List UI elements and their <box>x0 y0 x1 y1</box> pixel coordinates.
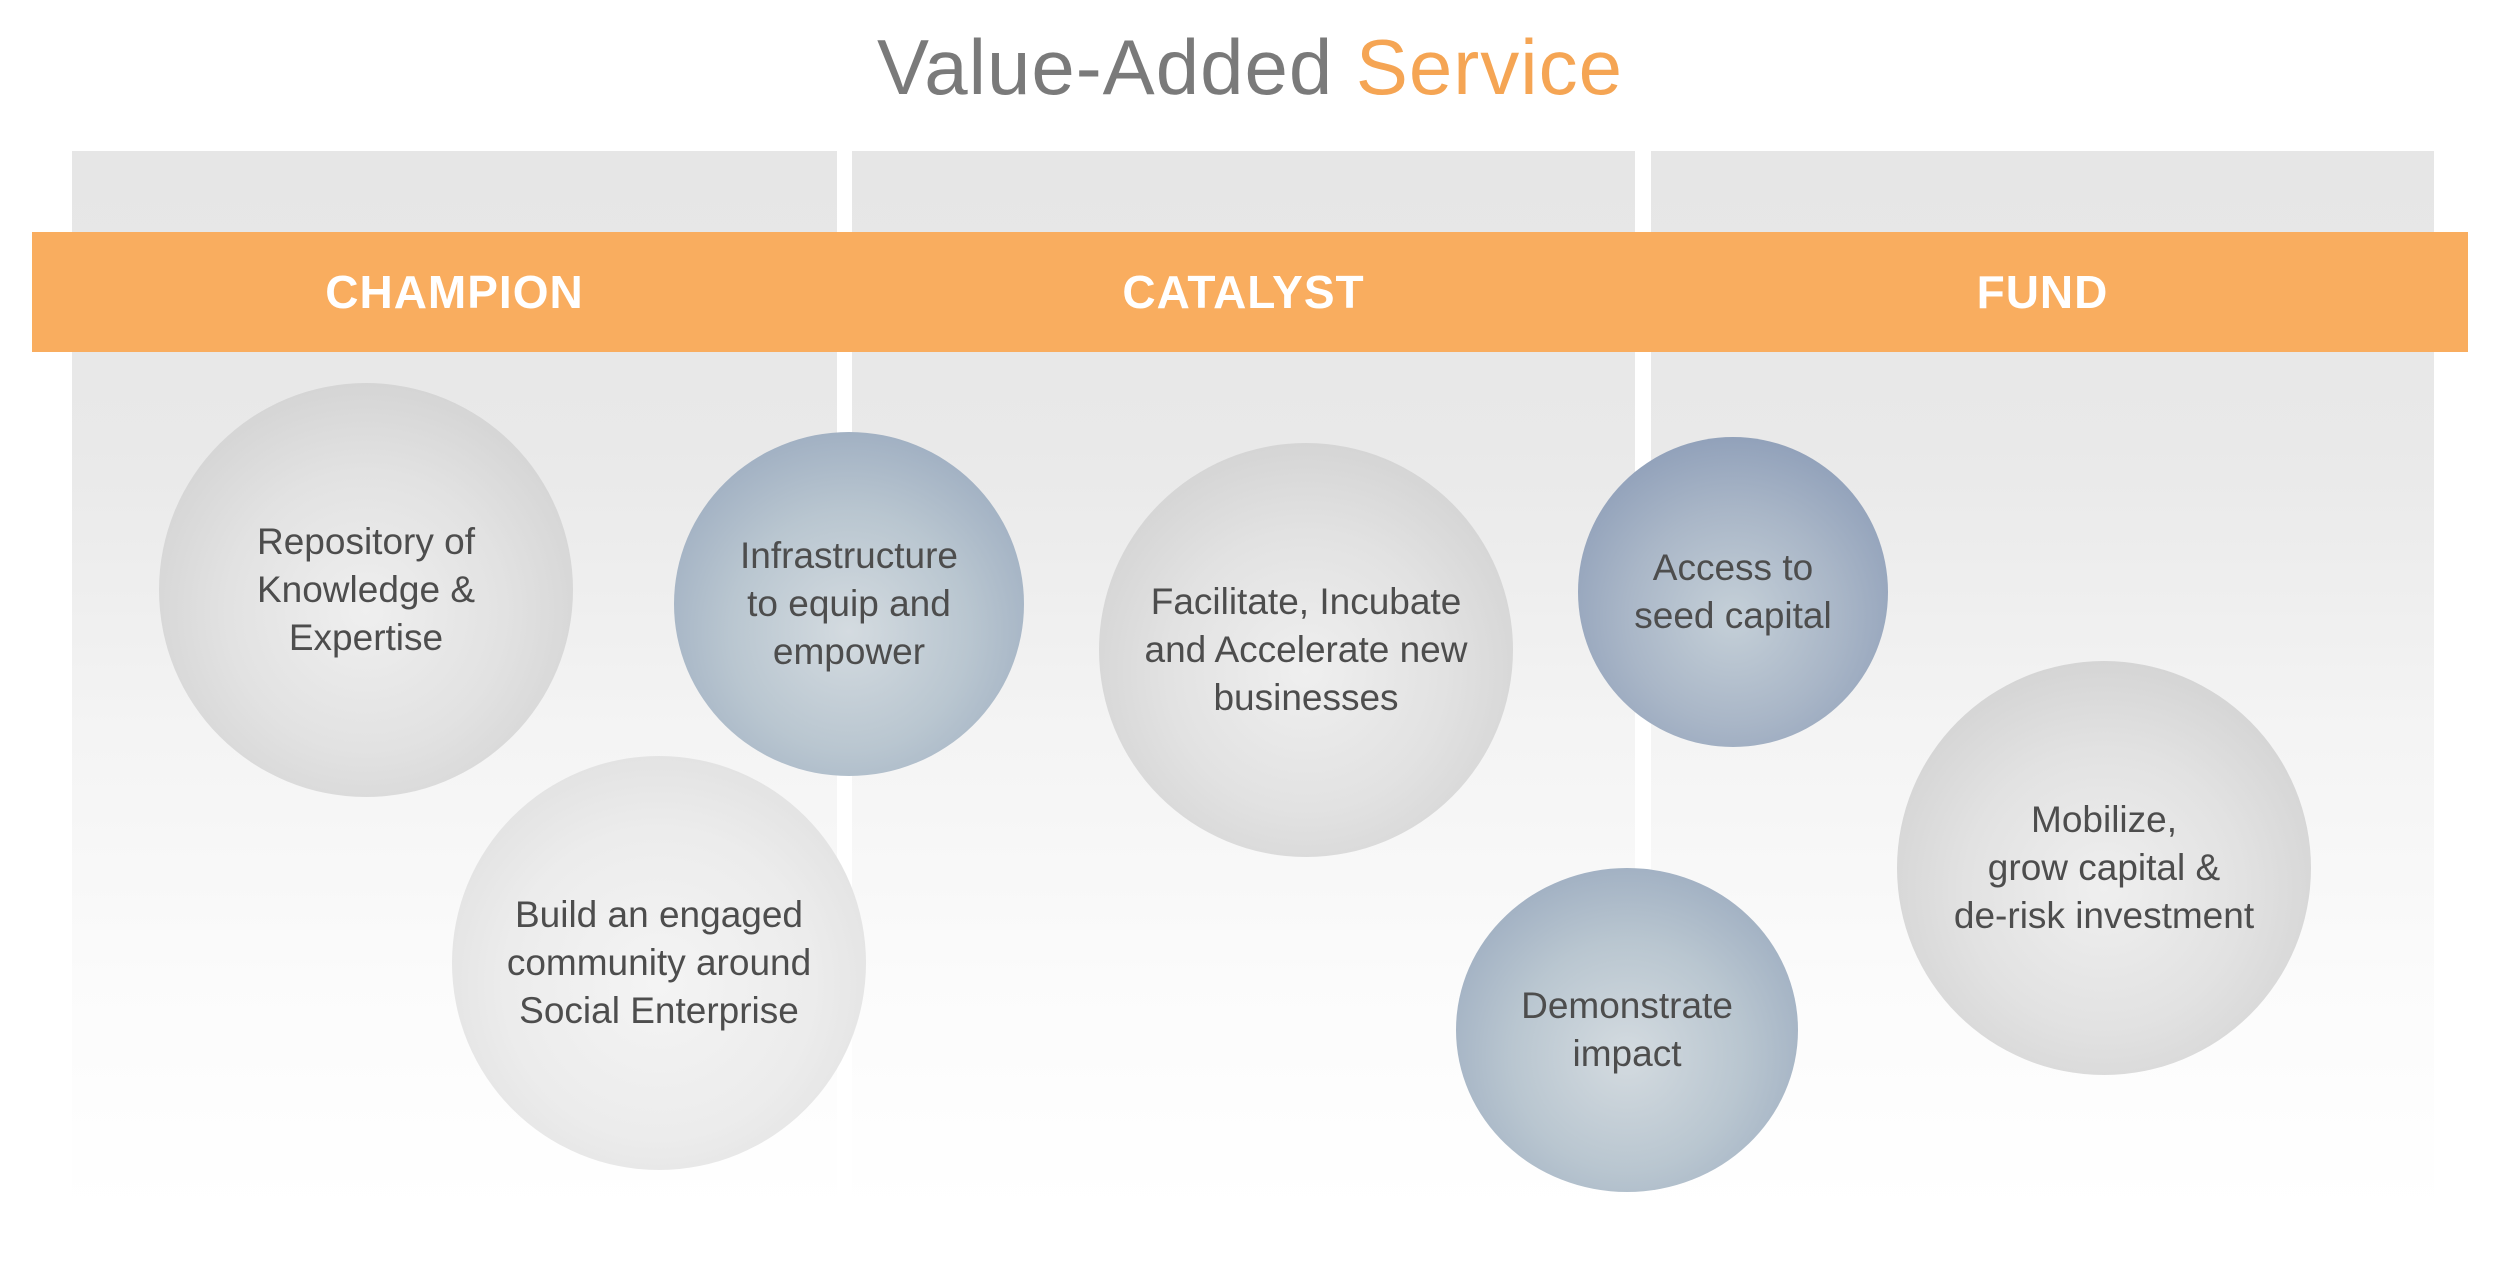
circle-seed-capital-text: Access to seed capital <box>1634 547 1832 636</box>
circle-infrastructure: Infrastructure to equip and empower <box>674 432 1024 776</box>
circle-repository: Repository of Knowledge & Expertise <box>159 383 573 797</box>
title-accent: Service <box>1355 23 1623 111</box>
column-label-fund: FUND <box>1976 266 2109 318</box>
circle-mobilize: Mobilize, grow capital & de-risk investm… <box>1897 661 2311 1075</box>
circle-facilitate: Facilitate, Incubate and Accelerate new … <box>1099 443 1513 857</box>
diagram-title: Value-Added Service <box>0 22 2500 113</box>
circle-repository-text: Repository of Knowledge & Expertise <box>256 521 476 658</box>
title-main: Value-Added <box>877 23 1334 111</box>
circle-facilitate-text: Facilitate, Incubate and Accelerate new … <box>1144 581 1468 718</box>
circle-demonstrate-impact: Demonstrate impact <box>1456 868 1798 1192</box>
circle-community: Build an engaged community around Social… <box>452 756 866 1170</box>
header-band <box>32 232 2468 352</box>
circle-infrastructure-text: Infrastructure to equip and empower <box>740 535 958 672</box>
circle-seed-capital: Access to seed capital <box>1578 437 1888 747</box>
circle-demonstrate-impact-text: Demonstrate impact <box>1521 985 1733 1074</box>
column-label-champion: CHAMPION <box>325 266 584 318</box>
circle-community-text: Build an engaged community around Social… <box>506 894 812 1031</box>
circle-mobilize-text: Mobilize, grow capital & de-risk investm… <box>1953 799 2255 936</box>
column-label-catalyst: CATALYST <box>1122 266 1365 318</box>
